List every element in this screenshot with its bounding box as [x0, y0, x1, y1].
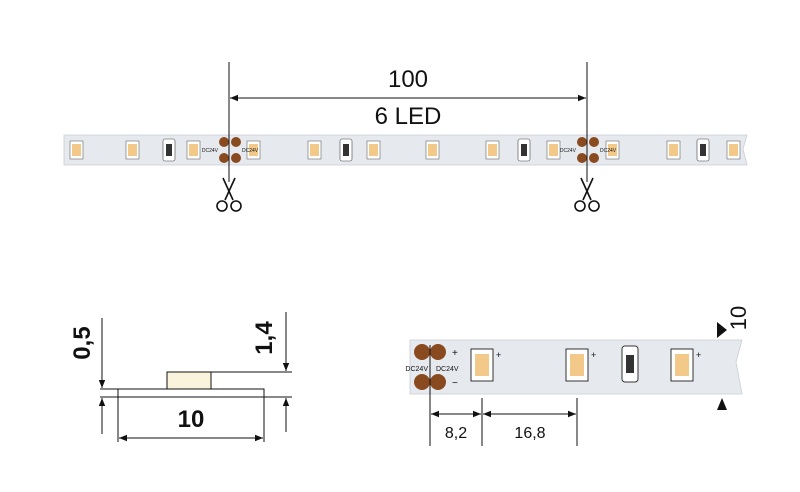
led-chip [546, 140, 561, 160]
svg-text:−: − [452, 378, 458, 389]
top-resistors [162, 138, 710, 162]
detail-pad-label-left: DC24V [405, 366, 428, 373]
top-led-chips [69, 140, 741, 160]
led-chip [485, 140, 500, 160]
detail-width-label: 10 [726, 306, 751, 330]
led-chip [425, 140, 440, 160]
detail-spacing-label: 16,8 [514, 425, 545, 442]
led-chip: + [670, 348, 701, 382]
top-solder-pads-left: DC24V DC24V [202, 137, 259, 163]
detail-resistor [621, 345, 639, 383]
polarity-mark: + [496, 350, 501, 360]
profile-height-label: 1,4 [251, 321, 278, 355]
led-chip [726, 140, 741, 160]
led-chip [69, 140, 84, 160]
resistor [339, 138, 353, 162]
polarity-mark: + [591, 350, 596, 360]
detail-pad-label: DC24V [436, 366, 459, 373]
detail-view-group: + − DC24V DC24V + + + 8,2 16,8 10 [405, 306, 751, 446]
top-strip-group: DC24V DC24V DC24V DC24V 100 6 LED [63, 62, 748, 212]
detail-offset-label: 8,2 [445, 425, 467, 442]
profile-view-group: 10 0,5 1,4 [69, 312, 292, 442]
led-chip [125, 140, 140, 160]
top-solder-pads-right: DC24V DC24V [560, 137, 617, 163]
led-chip: + [470, 348, 501, 382]
detail-led-chips: + + + [470, 348, 701, 382]
led-chip [666, 140, 681, 160]
led-chip [186, 140, 201, 160]
profile-thickness-label: 0,5 [69, 326, 96, 359]
scissors-icon [216, 177, 242, 212]
profile-width-label: 10 [178, 406, 205, 433]
resistor [162, 138, 176, 162]
led-chip [246, 140, 261, 160]
led-chip [366, 140, 381, 160]
top-pad-label-right: DC24V [560, 148, 577, 154]
led-count-label: 6 LED [375, 103, 442, 130]
top-pad-label-left: DC24V [202, 148, 219, 154]
polarity-mark: + [696, 350, 701, 360]
led-chip: + [565, 348, 596, 382]
led-chip [307, 140, 322, 160]
profile-led-chip [166, 371, 212, 390]
profile-strip [117, 388, 265, 398]
resistor [517, 138, 531, 162]
resistor [696, 138, 710, 162]
top-pad-label-left-2: DC24V [242, 148, 259, 154]
led-chip [605, 140, 620, 160]
top-pad-label-right-2: DC24V [600, 148, 617, 154]
pitch-label: 100 [388, 66, 428, 93]
scissors-icon [574, 177, 600, 212]
svg-text:+: + [452, 348, 458, 359]
